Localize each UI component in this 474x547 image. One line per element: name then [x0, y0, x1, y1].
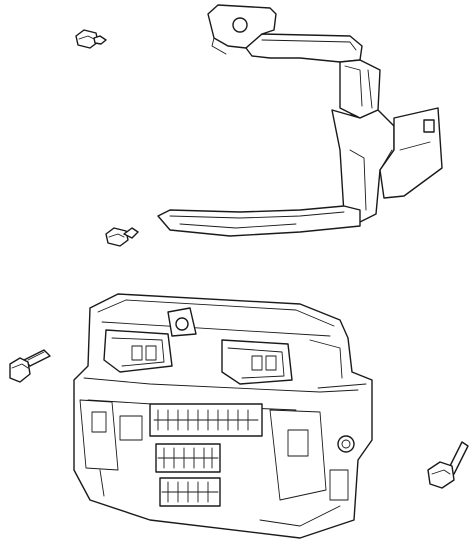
body-control-module [73, 293, 373, 539]
bolt-right [427, 441, 469, 489]
bolt-left [9, 349, 51, 383]
fuse-row-1 [149, 403, 263, 437]
screw-top-left [75, 29, 107, 49]
fuse-row-3 [159, 477, 221, 507]
screw-bracket-lower [105, 227, 139, 247]
mounting-bracket [157, 4, 443, 237]
fuse-row-2 [155, 443, 221, 473]
